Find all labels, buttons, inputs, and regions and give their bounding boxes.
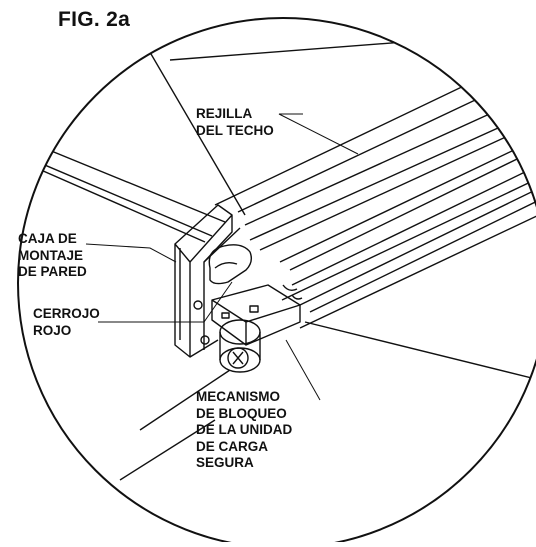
figure-title: FIG. 2a <box>58 8 131 31</box>
leader-ceiling-grid <box>278 113 359 155</box>
label-line: DE CARGA <box>196 438 269 454</box>
leader-lock-mechanism <box>285 339 321 401</box>
label-line: DE LA UNIDAD <box>196 422 293 437</box>
label-line: MONTAJE <box>18 247 84 263</box>
label-line: SEGURA <box>196 455 254 470</box>
label-line: DE BLOQUEO <box>196 405 287 421</box>
leader-red-latch <box>98 281 233 323</box>
cross-tee-left <box>18 129 226 243</box>
label-red-latch: CERROJO ROJO <box>33 306 100 339</box>
lower-left-edge <box>119 369 231 481</box>
label-lock-mechanism: MECANISMO DE BLOQUEO DE LA UNIDAD DE CAR… <box>196 389 292 472</box>
label-line: CERROJO <box>33 306 100 321</box>
label-line: CAJA DE <box>18 231 77 246</box>
label-line: ROJO <box>33 322 72 338</box>
main-grid-rail <box>214 39 536 329</box>
label-line: REJILLA <box>196 106 253 121</box>
detail-circle <box>17 17 536 547</box>
label-line: MECANISMO <box>196 389 280 404</box>
ceiling-tile-edge <box>304 321 536 386</box>
red-latch <box>208 244 253 285</box>
mounting-plate <box>211 284 301 346</box>
lock-mechanism <box>219 319 261 373</box>
label-wall-box: CAJA DE MONTAJE DE PARED <box>18 231 87 281</box>
label-ceiling-grid: REJILLA DEL TECHO <box>196 106 274 139</box>
wall-mounting-box <box>174 204 241 358</box>
label-line: DEL TECHO <box>196 122 274 138</box>
label-line: DE PARED <box>18 264 87 279</box>
leader-wall-box <box>85 243 177 263</box>
